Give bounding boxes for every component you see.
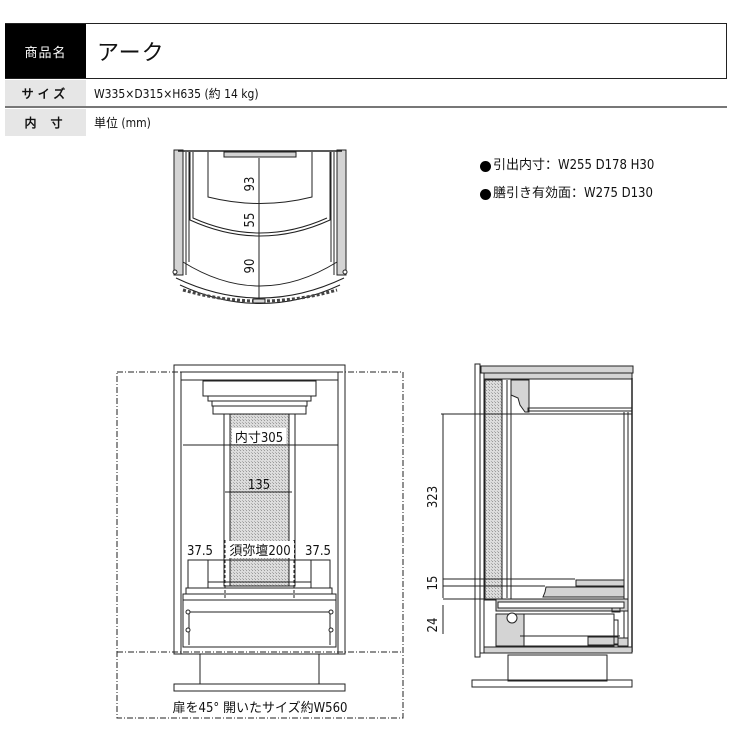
top-dim-90: 90 (243, 259, 258, 274)
bullet-icon (480, 160, 491, 172)
product-name-label: 商品名 (5, 24, 86, 78)
product-name-row: 商品名 アーク (5, 23, 727, 79)
front-dim-135: 135 (248, 478, 270, 493)
size-row: サイズ W335×D315×H635 (約 14 kg) (5, 80, 727, 108)
drawer-inner-size-text: 引出内寸：W255 D178 H30 (493, 158, 655, 173)
tray-effective-area-text: 膳引き有効面：W275 D130 (493, 186, 653, 201)
inner-size-row: 内寸 単位 (mm) (5, 109, 727, 136)
tray-effective-area-note: 膳引き有効面：W275 D130 (480, 180, 654, 208)
product-name-value: アーク (97, 41, 165, 66)
inner-size-label: 内寸 (5, 109, 86, 136)
side-dim-24: 24 (426, 618, 441, 633)
bullet-icon (480, 188, 491, 200)
spec-notes: 引出内寸：W255 D178 H30 膳引き有効面：W275 D130 (480, 152, 654, 208)
size-label: サイズ (5, 80, 86, 106)
front-dim-left-37-5: 37.5 (187, 544, 213, 559)
drawer-inner-size-note: 引出内寸：W255 D178 H30 (480, 152, 654, 180)
spec-table: 商品名 アーク サイズ W335×D315×H635 (約 14 kg) 内寸 … (5, 23, 727, 136)
inner-size-value: 単位 (mm) (94, 116, 151, 130)
side-dim-15: 15 (426, 576, 441, 591)
top-dim-93: 93 (243, 177, 258, 192)
side-view-drawing (441, 363, 634, 688)
top-view-drawing (172, 149, 348, 304)
top-dim-55: 55 (243, 213, 258, 228)
front-dim-sumidan-200: 須弥壇200 (229, 543, 290, 559)
front-dim-door-open-w560: 扉を45° 開いたサイズ約W560 (173, 700, 348, 716)
size-value: W335×D315×H635 (約 14 kg) (94, 86, 259, 101)
front-dim-inner-305: 内寸305 (235, 430, 283, 446)
front-dim-right-37-5: 37.5 (305, 544, 331, 559)
side-dim-323: 323 (426, 486, 441, 508)
